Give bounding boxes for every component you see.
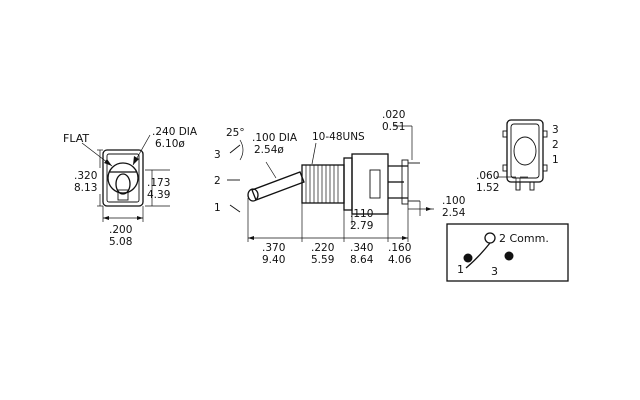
term-len-in: .160 [388,242,411,254]
position-3: 3 [214,149,221,161]
width-in: .200 [109,224,132,236]
width-mm: 5.08 [109,236,132,248]
switch-arm [465,242,491,269]
comm-terminal [484,232,496,244]
schematic-pin-2: 2 Comm. [499,232,549,245]
bushing-dia-in: .240 DIA [152,126,198,138]
schematic-pin-3: 3 [491,265,498,278]
lever-dia-mm: 2.54ø [254,144,284,156]
terminal-3 [504,251,514,261]
schematic-pin-1: 1 [457,263,464,276]
rear-pin-3: 3 [552,124,559,136]
pin-pitch-in: .100 [442,195,465,207]
position-1: 1 [214,202,221,214]
lever-len-mm: 9.40 [262,254,285,266]
rear-pin-2: 2 [552,139,559,151]
body-len-in: .340 [350,242,373,254]
bushing-dia-mm: 6.10ø [155,138,185,150]
flat-label: FLAT [63,132,89,145]
term-gap-in: .110 [350,208,373,220]
rear-view: 3 2 1 .060 1.52 [476,119,559,194]
angle-label: 25° [226,127,245,139]
term-len-mm: 4.06 [388,254,412,266]
lever-dia-in: .100 DIA [252,132,298,144]
pin-width-mm: 1.52 [476,182,499,194]
height-in: .320 [74,170,97,182]
height-mm: 8.13 [74,182,97,194]
side-view: 25° 3 2 1 .100 DIA 2.54ø 10-48UNS .020 0… [214,109,466,266]
front-view: FLAT .240 DIA 6.10ø .320 8.13 .173 4.39 … [63,126,198,248]
position-2: 2 [214,175,221,187]
term-thk-mm: 0.51 [382,121,405,133]
bushing-len-in: .220 [311,242,334,254]
schematic: 1 2 Comm. 3 [446,223,569,282]
thread-spec: 10-48UNS [312,131,365,143]
terminal-1 [463,253,473,263]
depth-in: .173 [147,177,170,189]
pin-width-in: .060 [476,170,499,182]
lever-len-in: .370 [262,242,285,254]
body-len-mm: 8.64 [350,254,374,266]
bushing-len-mm: 5.59 [311,254,334,266]
pin-pitch-mm: 2.54 [442,207,466,219]
depth-mm: 4.39 [147,189,170,201]
rear-pin-1: 1 [552,154,559,166]
term-gap-mm: 2.79 [350,220,373,232]
term-thk-in: .020 [382,109,405,121]
